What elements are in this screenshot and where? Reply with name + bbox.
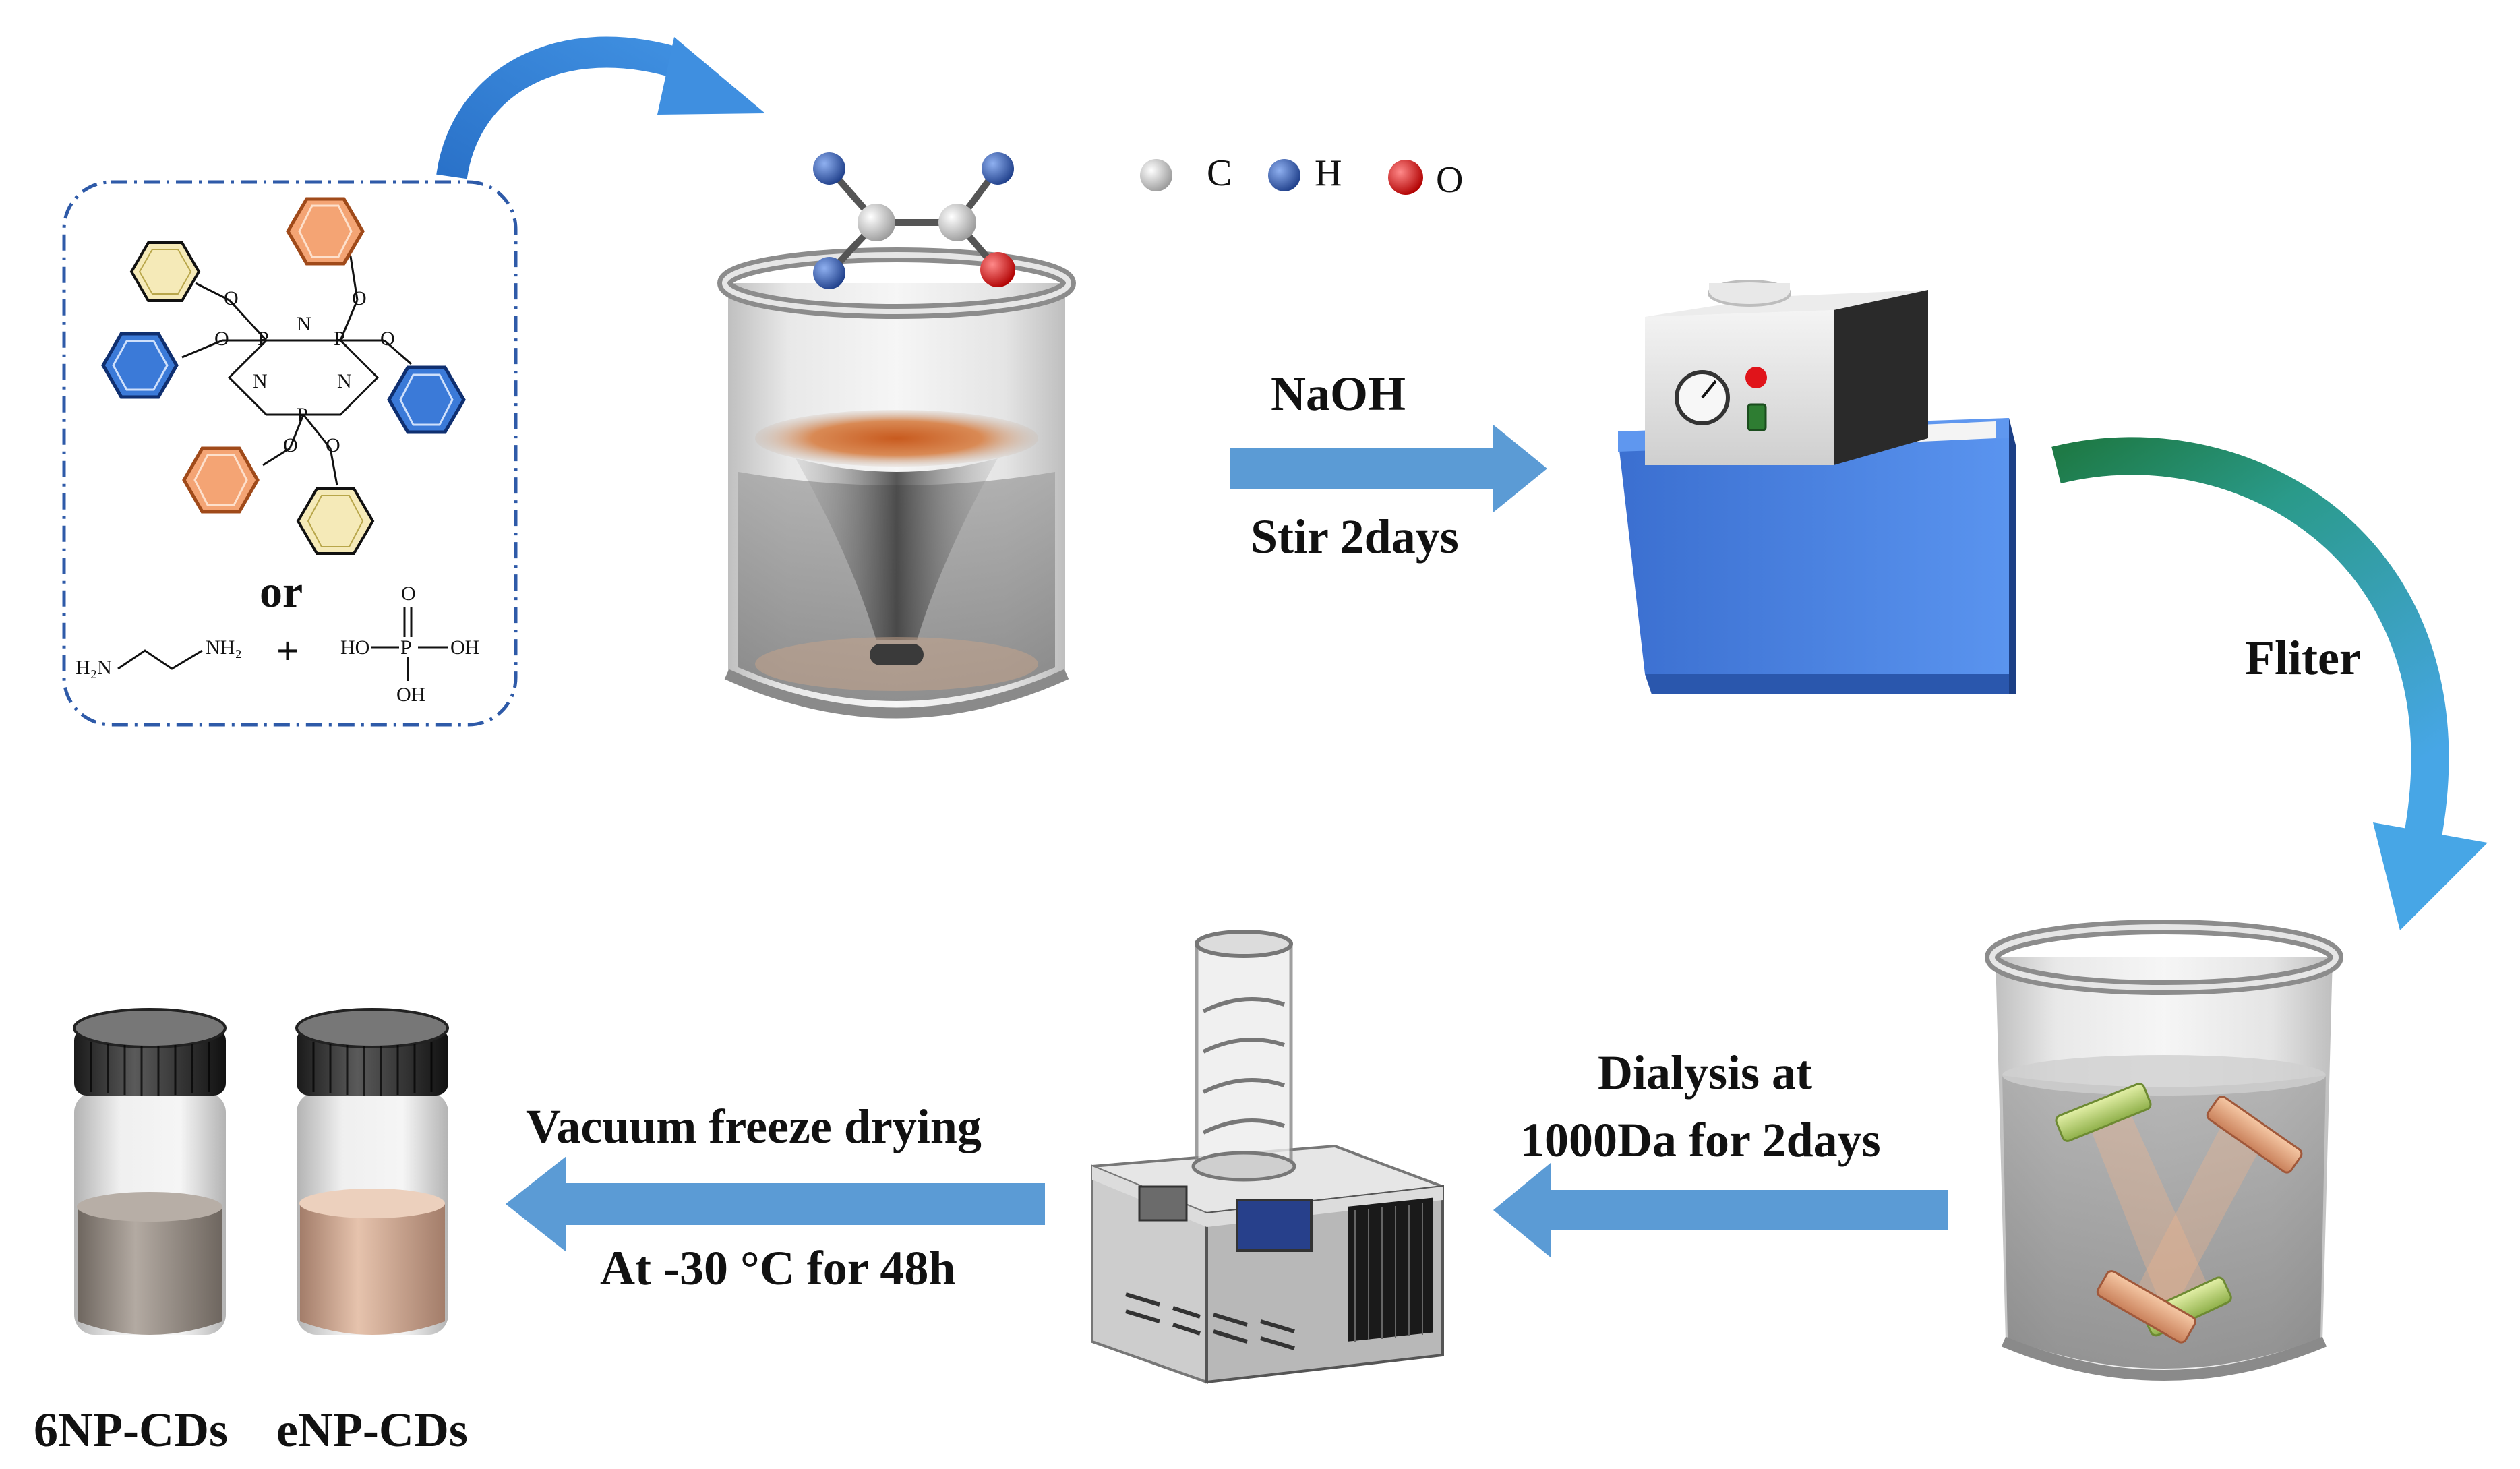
phenyl-orange-top [286, 197, 365, 266]
ethylenediamine-structure: H₂N NH₂ [76, 636, 242, 679]
nh2-label: NH₂ [206, 636, 242, 659]
arrow-step-3 [1493, 1163, 1948, 1257]
phosphazene-ring [181, 256, 412, 486]
stir-label: Stir 2days [1251, 510, 1459, 564]
dialysis-bag-orange-top [2206, 1096, 2303, 1174]
phos-o-label: O [401, 582, 416, 605]
atom-o-2: O [214, 328, 229, 350]
filter-label: Fliter [2245, 631, 2361, 685]
atom-o-1: O [224, 287, 239, 309]
vial-6np-cds [73, 1008, 227, 1335]
curved-arrow-filter [2051, 437, 2488, 930]
atom-p-1: P [258, 328, 269, 350]
ring-atom-labels: P P P N N N O O O O O O [214, 287, 395, 456]
dialysis-label-1: Dialysis at [1598, 1046, 1812, 1100]
dialysis-bag-green-top [2055, 1083, 2152, 1142]
stirring-beaker [717, 247, 1076, 719]
naoh-label: NaOH [1271, 367, 1406, 421]
phenyl-orange-bottom [182, 446, 260, 514]
curved-arrow-to-beaker [436, 36, 765, 179]
atom-n-2: N [253, 370, 268, 392]
phos-ho-label: HO [340, 636, 369, 659]
freeze-drying-label: Vacuum freeze drying [526, 1100, 982, 1153]
legend-label-h: H [1315, 152, 1342, 194]
freeze-dryer [1091, 930, 1444, 1384]
phosphoric-acid-structure: O HO P OH OH [340, 582, 479, 706]
dialysis-beaker [1985, 920, 2343, 1381]
phenyl-blue-right [387, 365, 466, 434]
legend-label-o: O [1436, 159, 1463, 201]
vial-enp-cds [295, 1008, 449, 1335]
precursor-box: P P P N N N O O O O O O [62, 180, 518, 727]
arrow-step-1 [1230, 425, 1547, 512]
atom-o-4: O [380, 328, 395, 350]
product-label-enp: eNP-CDs [276, 1403, 468, 1457]
dialysis-label-2: 1000Da for 2days [1520, 1113, 1881, 1167]
legend-ball-c [1140, 159, 1172, 191]
or-label: or [260, 566, 303, 617]
atom-legend: C H O [1140, 152, 1463, 201]
water-bath-apparatus [1618, 280, 2016, 694]
dialysis-bag-orange-bottom [2096, 1270, 2196, 1344]
atom-o-5: O [283, 434, 298, 456]
atom-o-3: O [352, 287, 367, 309]
molecule-model [813, 152, 1015, 289]
plus-sign: + [276, 629, 299, 673]
legend-label-c: C [1207, 152, 1232, 194]
legend-ball-h [1268, 159, 1300, 191]
phos-p-label: P [400, 636, 412, 659]
atom-p-3: P [297, 404, 308, 426]
atom-p-2: P [334, 328, 345, 350]
h2n-label: H₂N [76, 657, 112, 679]
phenyl-yellow-top [129, 241, 201, 302]
arrow-step-4 [506, 1156, 1045, 1252]
legend-ball-o [1388, 160, 1423, 195]
atom-n-3: N [337, 370, 352, 392]
product-label-6np: 6NP-CDs [34, 1403, 228, 1457]
temp-time-label: At -30 °C for 48h [600, 1241, 955, 1295]
phos-oh-right-label: OH [450, 636, 479, 659]
phenyl-yellow-bottom [296, 487, 375, 555]
phenyl-blue-left [101, 332, 179, 399]
atom-o-6: O [326, 434, 340, 456]
phos-oh-bottom-label: OH [396, 684, 425, 706]
atom-n-1: N [297, 313, 311, 335]
